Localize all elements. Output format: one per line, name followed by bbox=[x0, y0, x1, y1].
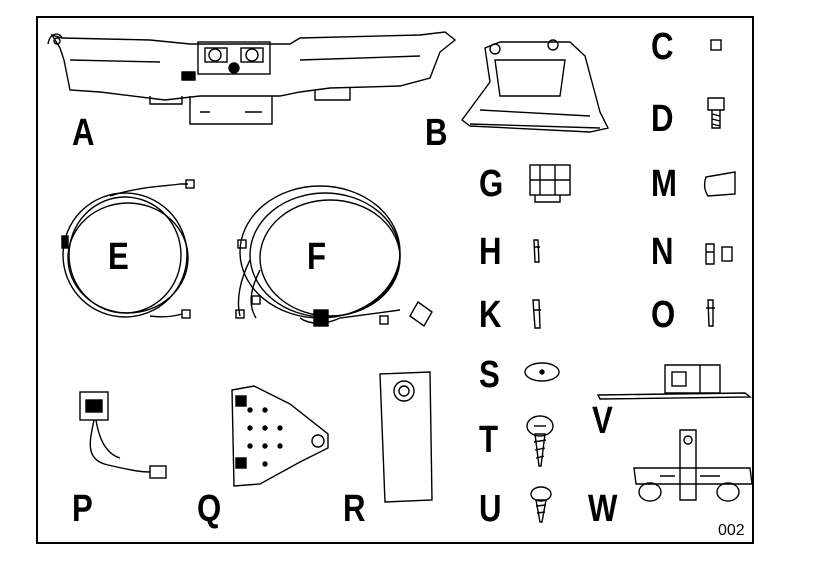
label-p: P bbox=[72, 488, 93, 530]
diagram-frame bbox=[36, 16, 754, 544]
part-v-rail bbox=[596, 364, 752, 400]
label-v: V bbox=[592, 400, 613, 442]
part-c-clip bbox=[710, 39, 722, 51]
label-q: Q bbox=[197, 488, 222, 530]
part-e-cable bbox=[61, 179, 195, 319]
label-h: H bbox=[479, 231, 502, 273]
label-a: A bbox=[72, 112, 95, 154]
label-r: R bbox=[343, 488, 366, 530]
label-c: C bbox=[651, 26, 674, 68]
part-a-bracket-assembly bbox=[47, 31, 457, 125]
part-k-terminal bbox=[532, 299, 541, 329]
label-t: T bbox=[479, 419, 499, 461]
part-w-mounting-base bbox=[633, 429, 753, 502]
part-o-terminal bbox=[706, 299, 715, 327]
part-s-washer bbox=[524, 362, 560, 382]
part-f-wiring-harness bbox=[235, 185, 433, 328]
part-d-bolt bbox=[707, 97, 725, 129]
part-h-terminal bbox=[533, 239, 540, 263]
part-p-sensor bbox=[79, 391, 167, 479]
part-m-grommet bbox=[703, 171, 736, 197]
label-s: S bbox=[479, 354, 500, 396]
label-d: D bbox=[651, 98, 674, 140]
label-w: W bbox=[588, 488, 618, 530]
label-e: E bbox=[108, 236, 129, 278]
part-u-screw bbox=[530, 486, 552, 523]
label-u: U bbox=[479, 488, 502, 530]
part-r-tag bbox=[379, 371, 433, 503]
label-o: O bbox=[651, 294, 676, 336]
label-g: G bbox=[479, 163, 504, 205]
part-q-plate bbox=[231, 385, 329, 487]
label-k: K bbox=[479, 294, 502, 336]
part-g-connector bbox=[529, 164, 571, 203]
part-b-mounting-bracket bbox=[461, 39, 610, 133]
part-n-fasteners bbox=[705, 243, 733, 265]
part-t-screw bbox=[526, 415, 554, 467]
label-n: N bbox=[651, 231, 674, 273]
label-b: B bbox=[425, 112, 448, 154]
label-m: M bbox=[651, 163, 677, 205]
figure-number: 002 bbox=[718, 522, 745, 539]
label-f: F bbox=[307, 236, 327, 278]
